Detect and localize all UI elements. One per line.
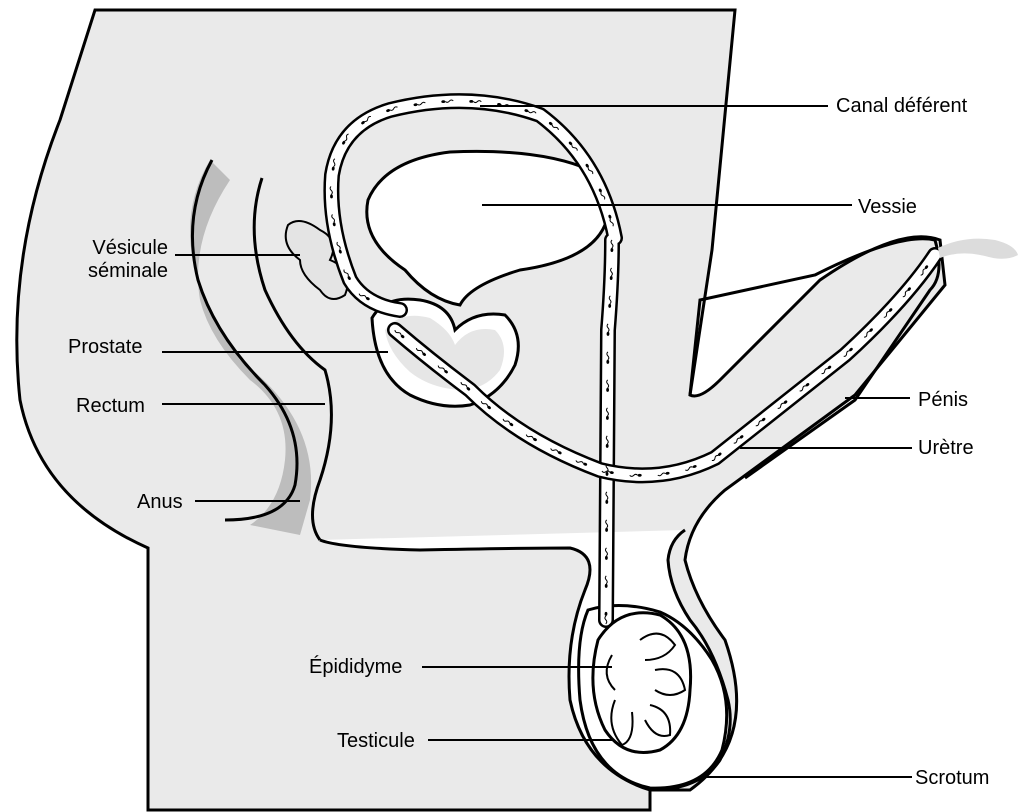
label-uretre: Urètre <box>918 437 974 459</box>
label-scrotum: Scrotum <box>915 767 989 789</box>
label-vessie: Vessie <box>858 196 917 218</box>
label-vesicule-seminale-line2: séminale <box>60 260 168 282</box>
label-rectum: Rectum <box>76 395 145 417</box>
label-vesicule-seminale-line1: Vésicule <box>60 237 168 259</box>
testicle-shape <box>593 613 691 753</box>
label-epididyme: Épididyme <box>309 656 402 678</box>
label-canal-deferent: Canal déférent <box>836 95 967 117</box>
label-anus: Anus <box>137 491 183 513</box>
label-penis: Pénis <box>918 389 968 411</box>
ejaculate-stream <box>938 239 1018 259</box>
label-prostate: Prostate <box>68 336 142 358</box>
label-testicule: Testicule <box>337 730 415 752</box>
